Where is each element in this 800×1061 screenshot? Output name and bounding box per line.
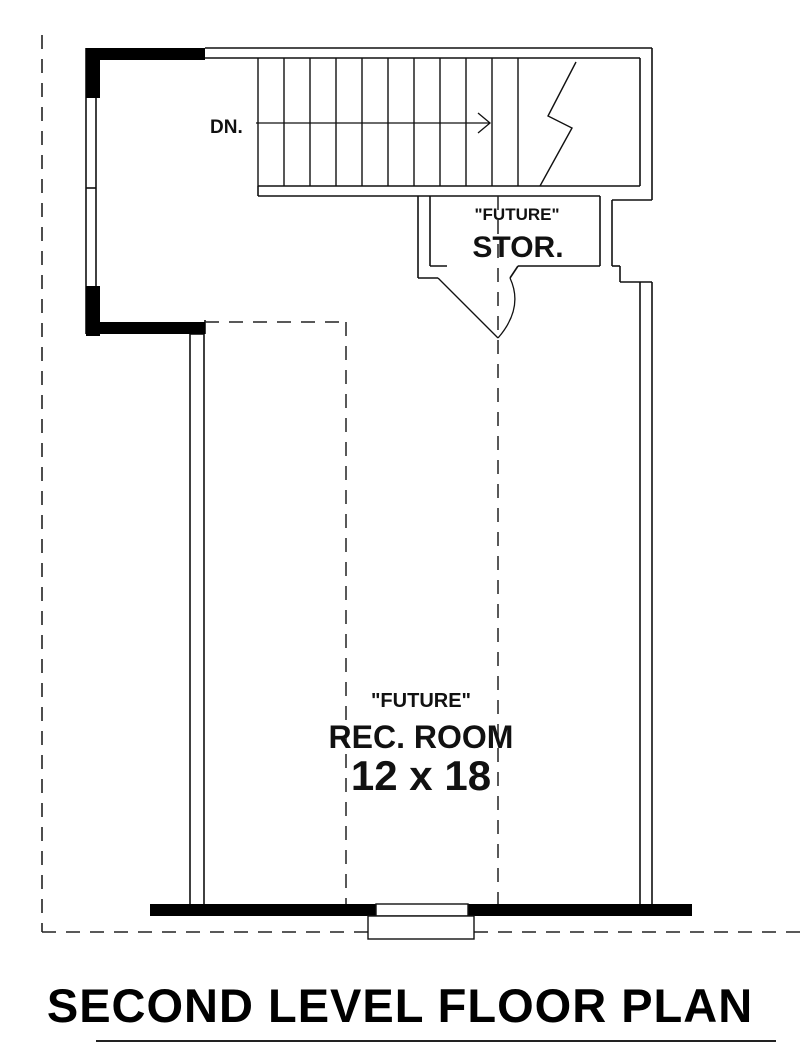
walls (85, 47, 653, 905)
rec-room-label: REC. ROOM (329, 719, 514, 755)
entry-step (367, 903, 475, 940)
plan-title: SECOND LEVEL FLOOR PLAN (46, 979, 754, 1032)
title-underline (96, 1040, 776, 1042)
rec-room-dimensions: 12 x 18 (351, 752, 491, 799)
storage-future-tag: "FUTURE" (474, 205, 559, 224)
stair-direction-arrow (256, 112, 492, 134)
storage-door-swing (437, 277, 516, 339)
stair-dn-label: DN. (210, 117, 243, 138)
storage-room-label: STOR. (472, 231, 563, 264)
stair-break-line (539, 61, 577, 187)
stair-treads (257, 58, 519, 186)
dashed-ceiling-lines (205, 196, 499, 904)
dashed-outline (41, 35, 800, 933)
heavy-wall-segments (86, 48, 692, 916)
rec-room-future-tag: "FUTURE" (371, 690, 471, 712)
